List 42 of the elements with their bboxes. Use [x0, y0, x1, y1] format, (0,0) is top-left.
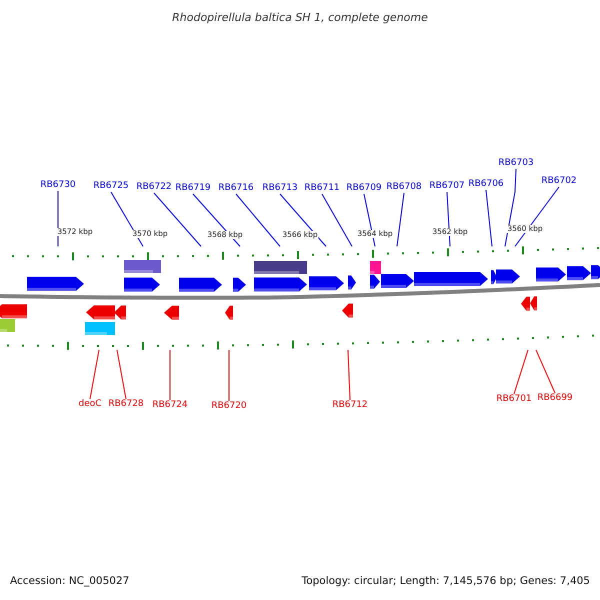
gene-label: RB6708: [386, 183, 422, 192]
gene-label: RB6720: [211, 402, 247, 411]
gene-label: deoC: [78, 400, 102, 409]
gene-label: RB6702: [541, 177, 577, 186]
leader-line: [396, 192, 404, 247]
leader-line: [514, 349, 528, 394]
gene-label: RB6724: [152, 401, 188, 410]
leader-line: [154, 192, 202, 247]
leader-line: [514, 186, 560, 247]
gene-label: RB6699: [537, 394, 573, 403]
scale-track: [12, 246, 599, 260]
gene-label: RB6707: [429, 182, 465, 191]
gene-label: RB6711: [304, 184, 340, 193]
leader-line: [90, 349, 100, 400]
leader-line: [446, 192, 450, 247]
leader-line: [228, 349, 230, 402]
gene-label: RB6719: [175, 184, 211, 193]
leader-line: [236, 194, 280, 247]
leader-line: [322, 194, 352, 247]
leader-line: [116, 349, 126, 400]
accession-text: Accession: NC_005027: [10, 576, 130, 586]
gene-label: RB6722: [136, 183, 172, 192]
leader-line: [348, 349, 350, 400]
scale-track: [7, 334, 594, 350]
leader-line: [486, 190, 492, 247]
gene-label: RB6716: [218, 184, 254, 193]
leader-line: [280, 194, 326, 247]
genome-summary-text: Topology: circular; Length: 7,145,576 bp; Genes: 7,405: [302, 576, 590, 586]
gene-label: RB6701: [496, 395, 532, 404]
map-title: Rhodopirellula baltica SH 1, complete genome: [172, 12, 428, 23]
gene-label: RB6706: [468, 180, 504, 189]
gene-label: RB6703: [498, 159, 534, 168]
gene-label: RB6728: [108, 400, 144, 409]
gene-label: RB6709: [346, 184, 382, 193]
gene-label: RB6730: [40, 181, 76, 190]
leader-line: [504, 168, 516, 247]
leader-line: [536, 349, 556, 394]
leader-line: [110, 192, 144, 247]
gene-label: RB6713: [262, 184, 298, 193]
leader-line: [192, 194, 240, 247]
gene-label: RB6725: [93, 182, 129, 191]
gene-label: RB6712: [332, 401, 368, 410]
